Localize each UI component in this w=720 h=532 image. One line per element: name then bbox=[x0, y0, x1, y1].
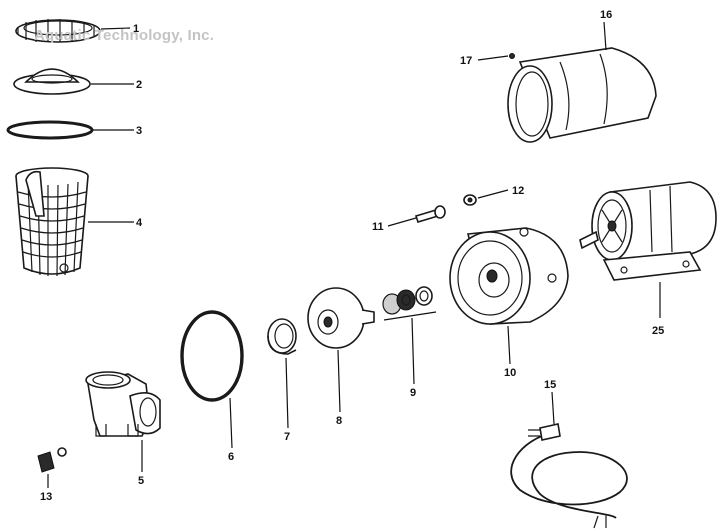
part-8-impeller bbox=[307, 287, 375, 413]
part-2-lid bbox=[13, 68, 134, 95]
part-17-screw bbox=[477, 53, 515, 61]
callout-17: 17 bbox=[460, 55, 472, 67]
part-10-seal-plate bbox=[449, 227, 569, 365]
part-13-drain-plug bbox=[37, 447, 67, 488]
part-15-power-cord bbox=[510, 391, 628, 529]
part-25-motor bbox=[579, 181, 717, 318]
part-7-diffuser-seal bbox=[267, 318, 297, 429]
part-12-washer bbox=[463, 189, 509, 206]
part-6-housing-gasket bbox=[180, 310, 244, 449]
part-9-shaft-seal bbox=[382, 286, 437, 385]
callout-7: 7 bbox=[284, 431, 290, 443]
callout-2: 2 bbox=[136, 79, 142, 91]
part-1-lock-ring bbox=[15, 19, 131, 43]
callout-5: 5 bbox=[138, 475, 144, 487]
callout-3: 3 bbox=[136, 125, 142, 137]
callout-8: 8 bbox=[336, 415, 342, 427]
callout-12: 12 bbox=[512, 185, 524, 197]
callout-4: 4 bbox=[136, 217, 143, 229]
callout-13: 13 bbox=[40, 491, 52, 503]
callout-15: 15 bbox=[544, 379, 556, 391]
callout-16: 16 bbox=[600, 9, 612, 21]
part-16-motor-cover bbox=[507, 21, 657, 143]
watermark-text: Aquatic Technology, Inc. bbox=[34, 27, 215, 44]
callout-11: 11 bbox=[372, 221, 384, 233]
callout-25: 25 bbox=[652, 325, 664, 337]
callout-1: 1 bbox=[133, 23, 139, 35]
part-4-strainer-basket bbox=[15, 167, 134, 277]
callout-labels: 1 2 3 4 5 6 7 8 9 10 11 12 13 15 16 17 2… bbox=[40, 9, 664, 503]
callout-9: 9 bbox=[410, 387, 416, 399]
part-3-o-ring bbox=[6, 120, 134, 140]
callout-6: 6 bbox=[228, 451, 234, 463]
part-5-pump-housing bbox=[85, 371, 161, 472]
part-11-bolt bbox=[387, 205, 446, 227]
callout-10: 10 bbox=[504, 367, 516, 379]
